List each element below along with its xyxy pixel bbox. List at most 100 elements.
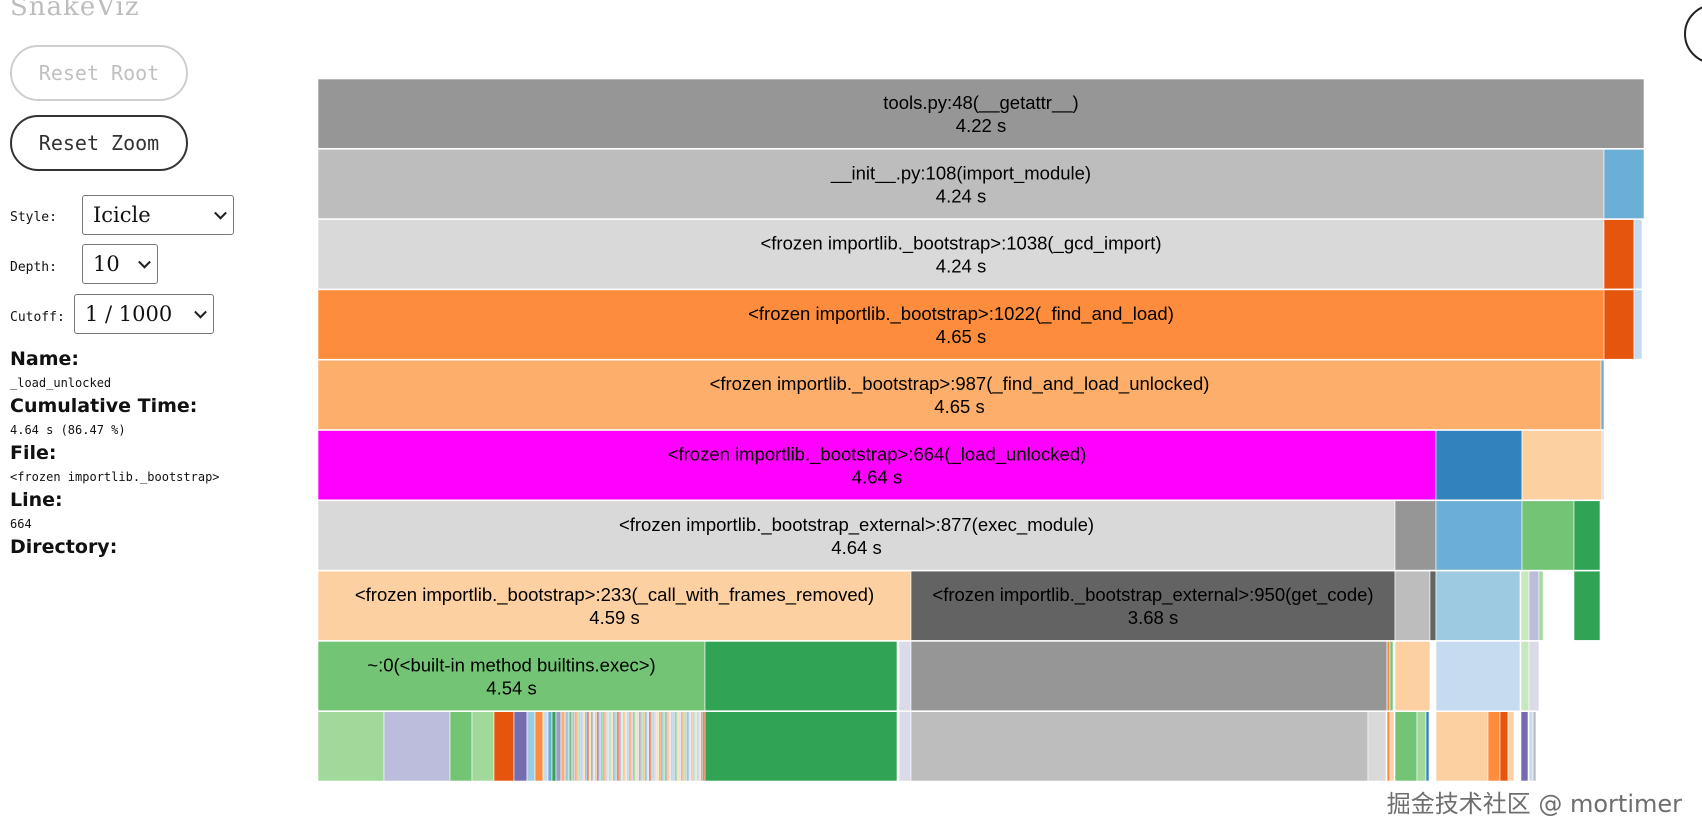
icicle-block-time: 4.65 s: [936, 326, 986, 347]
cutoff-select-value: 1 / 1000: [85, 302, 173, 326]
app-title: SnakeViz: [10, 0, 140, 22]
icicle-block-small[interactable]: [910, 641, 1388, 712]
icicle-block[interactable]: [318, 359, 1602, 430]
icicle-block-small[interactable]: [1600, 359, 1605, 430]
icicle-block-small[interactable]: [1429, 570, 1437, 641]
icicle-block-time: 4.64 s: [831, 537, 881, 558]
icicle-block-small[interactable]: [513, 711, 528, 782]
icicle-block-small[interactable]: [1389, 711, 1395, 782]
icicle-block-time: 4.59 s: [589, 607, 639, 628]
icicle-block-small[interactable]: [564, 711, 570, 782]
icicle-block-small[interactable]: [1394, 711, 1418, 782]
icicle-block-small[interactable]: [1532, 711, 1537, 782]
icicle-chart[interactable]: tools.py:48(__getattr__)4.22 s__init__.p…: [318, 79, 1648, 783]
icicle-block-name: <frozen importlib._bootstrap>:664(_load_…: [668, 444, 1087, 466]
icicle-block-small[interactable]: [1521, 430, 1603, 501]
icicle-block-small[interactable]: [471, 711, 495, 782]
icicle-block-small[interactable]: [1394, 570, 1431, 641]
icicle-block-small[interactable]: [449, 711, 473, 782]
icicle-block-time: 4.65 s: [934, 396, 984, 417]
icicle-block-small[interactable]: [1603, 149, 1645, 219]
icicle-block-small[interactable]: [1435, 570, 1521, 641]
icicle-block-small[interactable]: [1633, 219, 1643, 290]
icicle-block-name: ~:0(<built-in method builtins.exec>): [367, 654, 655, 675]
icicle-block-small[interactable]: [1603, 219, 1635, 290]
icicle-block[interactable]: [318, 430, 1437, 501]
icicle-block-name: <frozen importlib._bootstrap>:987(_find_…: [710, 373, 1210, 395]
icicle-block[interactable]: [910, 570, 1396, 641]
line-heading: Line:: [10, 489, 63, 511]
icicle-block-name: __init__.py:108(import_module): [830, 162, 1091, 184]
icicle-block-small[interactable]: [1528, 570, 1540, 641]
depth-label: Depth:: [10, 260, 57, 275]
icicle-block-small[interactable]: [318, 711, 385, 782]
icicle-block-small[interactable]: [1435, 641, 1521, 712]
icicle-block-small[interactable]: [1528, 641, 1540, 712]
icicle-block-small[interactable]: [560, 711, 566, 782]
icicle-block-small[interactable]: [1487, 711, 1501, 782]
icicle-block-small[interactable]: [1386, 711, 1391, 782]
file-heading: File:: [10, 442, 57, 464]
icicle-block-small[interactable]: [1520, 641, 1530, 712]
icicle-block[interactable]: [318, 79, 1645, 149]
icicle-block-small[interactable]: [493, 711, 515, 782]
icicle-block-small[interactable]: [898, 711, 912, 782]
icicle-block-small[interactable]: [1520, 711, 1529, 782]
icicle-block-small[interactable]: [1499, 711, 1509, 782]
icicle-block[interactable]: [318, 289, 1605, 360]
icicle-block-small[interactable]: [1425, 711, 1430, 782]
icicle-block-small[interactable]: [910, 711, 1369, 782]
icicle-block-small[interactable]: [1435, 500, 1523, 571]
icicle-block-small[interactable]: [555, 711, 562, 782]
icicle-block-small[interactable]: [1573, 500, 1601, 571]
corner-circle-button[interactable]: [1684, 4, 1702, 64]
icicle-block-small[interactable]: [571, 711, 576, 782]
style-label: Style:: [10, 210, 57, 225]
icicle-block-small[interactable]: [1528, 711, 1534, 782]
depth-select[interactable]: 10: [82, 244, 158, 284]
icicle-block[interactable]: [318, 149, 1605, 219]
icicle-block-small[interactable]: [1603, 289, 1635, 360]
icicle-block-small[interactable]: [1601, 430, 1605, 501]
icicle-block-small[interactable]: [534, 711, 544, 782]
icicle-block-small[interactable]: [551, 711, 557, 782]
icicle-block-small[interactable]: [1435, 711, 1489, 782]
icicle-block[interactable]: [318, 219, 1605, 290]
style-select[interactable]: Icicle: [82, 195, 234, 235]
icicle-block-small[interactable]: [383, 711, 451, 782]
icicle-block-time: 3.68 s: [1128, 607, 1178, 628]
icicle-block-small[interactable]: [1521, 500, 1575, 571]
icicle-block-small[interactable]: [1507, 711, 1515, 782]
icicle-block-small[interactable]: [542, 711, 549, 782]
file-value: <frozen importlib._bootstrap>: [10, 470, 220, 484]
name-value: _load_unlocked: [10, 376, 112, 390]
icicle-block-small[interactable]: [547, 711, 553, 782]
style-select-value: Icicle: [93, 203, 151, 227]
icicle-block-small[interactable]: [1435, 430, 1523, 501]
icicle-block-small[interactable]: [1416, 711, 1427, 782]
icicle-block-name: <frozen importlib._bootstrap>:233(_call_…: [355, 584, 874, 606]
icicle-block-small[interactable]: [1538, 570, 1544, 641]
icicle-block-small[interactable]: [1394, 641, 1431, 712]
icicle-block-small[interactable]: [1520, 570, 1530, 641]
icicle-block-time: 4.64 s: [852, 467, 902, 488]
icicle-block-small[interactable]: [1367, 711, 1387, 782]
icicle-block-small[interactable]: [704, 711, 898, 782]
icicle-block-small[interactable]: [1394, 500, 1437, 571]
depth-select-value: 10: [93, 252, 120, 276]
icicle-block[interactable]: [318, 641, 706, 712]
icicle-block[interactable]: [318, 570, 912, 641]
icicle-block-small[interactable]: [898, 641, 912, 712]
line-value: 664: [10, 517, 32, 531]
reset-root-button[interactable]: Reset Root: [10, 45, 188, 101]
cutoff-select[interactable]: 1 / 1000: [74, 294, 214, 334]
icicle-block-small[interactable]: [1573, 570, 1601, 641]
icicle-block-small[interactable]: [704, 641, 898, 712]
icicle-block-small[interactable]: [1633, 289, 1643, 360]
icicle-block[interactable]: [318, 500, 1396, 571]
reset-zoom-button[interactable]: Reset Zoom: [10, 115, 188, 171]
icicle-block-small[interactable]: [1386, 641, 1391, 712]
icicle-block-small[interactable]: [1389, 641, 1394, 712]
icicle-block-small[interactable]: [568, 711, 573, 782]
icicle-block-small[interactable]: [526, 711, 536, 782]
